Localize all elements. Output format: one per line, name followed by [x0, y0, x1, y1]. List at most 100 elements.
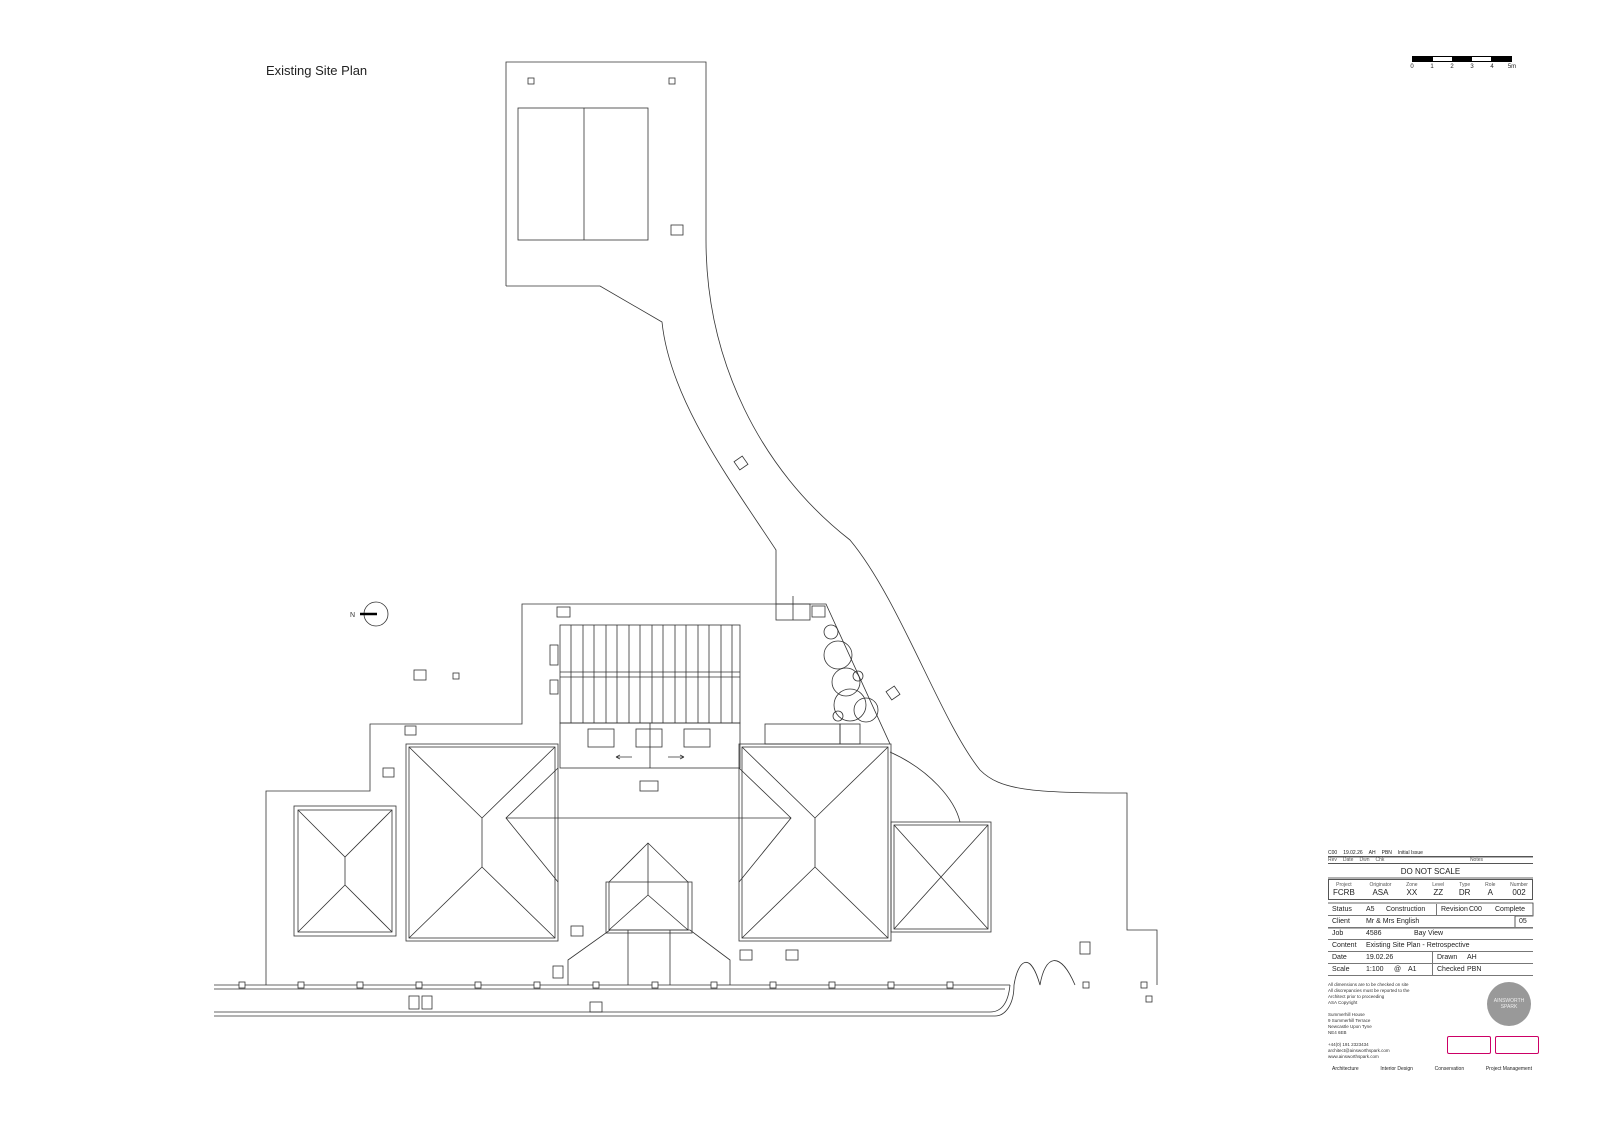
header: Notes	[1469, 857, 1483, 863]
header: Dwn	[1359, 857, 1370, 863]
disciplines: Architecture Interior Design Conservatio…	[1332, 1066, 1532, 1072]
note-line: Architect prior to proceeding	[1328, 994, 1385, 999]
street	[214, 941, 1153, 1017]
code-value: ASA	[1372, 888, 1389, 897]
scale-label: 5m	[1507, 64, 1517, 70]
note-line: All discrepancies must be reported to th…	[1328, 988, 1410, 993]
discipline: Interior Design	[1380, 1066, 1413, 1072]
do-not-scale: DO NOT SCALE	[1328, 863, 1533, 879]
drawn-label: Drawn	[1437, 954, 1458, 961]
code-value: DR	[1458, 888, 1471, 897]
garage-plot	[505, 61, 707, 286]
address-line: 9 Summerhill Terrace	[1328, 1018, 1371, 1023]
scale-value: 1:100	[1366, 966, 1384, 973]
date-row: Date 19.02.26 Drawn AH	[1328, 952, 1533, 964]
rev-notes: Initial Issue	[1397, 850, 1423, 856]
revision-label: Revision	[1441, 906, 1468, 913]
address-line: NE4 6EB	[1328, 1030, 1347, 1035]
company-logo: AINSWORTH SPARK	[1487, 982, 1531, 1026]
code-value: XX	[1406, 888, 1418, 897]
client-label: Client	[1332, 918, 1350, 925]
accreditation-badge	[1495, 1036, 1539, 1054]
scale-label: 4	[1490, 64, 1494, 70]
status-code: A5	[1366, 906, 1375, 913]
scale-row: Scale 1:100 @ A1 Checked PBN	[1328, 964, 1533, 976]
north-arrow-icon: N	[350, 601, 389, 627]
scale-label: 3	[1470, 64, 1474, 70]
rear-extension-roof	[549, 624, 861, 769]
drawing-title: Existing Site Plan	[266, 63, 368, 78]
discipline: Conservation	[1434, 1066, 1465, 1072]
rev-drawn: AH	[1368, 850, 1376, 856]
scale-bar: 0 1 2 3 4 5m	[1410, 56, 1516, 72]
drawn-value: AH	[1467, 954, 1477, 961]
client-value: Mr & Mrs English	[1366, 918, 1420, 925]
discipline: Project Management	[1485, 1066, 1532, 1072]
sheet-size: A1	[1408, 966, 1417, 973]
rev-checked: PBN	[1381, 850, 1392, 856]
revision-value: C00	[1469, 906, 1482, 913]
date-value: 19.02.26	[1366, 954, 1394, 961]
sheet-number: 05	[1519, 918, 1527, 925]
rev: C00	[1328, 850, 1338, 856]
job-name: Bay View	[1414, 930, 1444, 937]
contact: +44(0) 191 2323434 architect@ainsworthsp…	[1328, 1042, 1533, 1060]
status-text: Construction	[1386, 906, 1426, 913]
address-line: Newcastle Upon Tyne	[1328, 1024, 1372, 1029]
code-value: 002	[1512, 888, 1526, 897]
trees	[823, 624, 879, 723]
site-boundary	[265, 596, 891, 985]
code-label: Originator	[1369, 882, 1392, 888]
code-label: Type	[1459, 882, 1471, 888]
revision-row: C00 19.02.26 AH PBN Initial Issue	[1328, 850, 1533, 857]
date-label: Date	[1332, 954, 1347, 961]
code-label: Zone	[1406, 882, 1418, 888]
driveway	[506, 239, 1158, 985]
code-value: FCRB	[1333, 888, 1355, 897]
phone: +44(0) 191 2323434	[1328, 1042, 1369, 1047]
job-row: Job 4586 Bay View	[1328, 928, 1533, 940]
code-label: Role	[1485, 882, 1496, 888]
website-link[interactable]: www.ainsworthspark.com	[1328, 1054, 1379, 1059]
status-state: Complete	[1495, 906, 1525, 913]
notes: All dimensions are to be checked on site…	[1328, 982, 1533, 1006]
front-steps	[552, 925, 799, 985]
accreditation-badge	[1447, 1036, 1491, 1054]
header: Chk	[1375, 857, 1385, 863]
header: Rev	[1328, 857, 1337, 863]
note-line: All dimensions are to be checked on site	[1328, 982, 1409, 987]
accreditation-badges	[1447, 1036, 1539, 1054]
code-label: Number	[1510, 882, 1528, 888]
scale-label: 1	[1430, 64, 1434, 70]
code-label: Project	[1336, 882, 1352, 888]
main-house-roof	[293, 743, 992, 942]
code-value: ZZ	[1433, 888, 1444, 897]
title-block: C00 19.02.26 AH PBN Initial Issue Rev Da…	[1328, 850, 1533, 1060]
title-block-frame	[1328, 856, 1534, 929]
status-row: Status A5 Construction Revision C00 Comp…	[1328, 904, 1533, 916]
scale-label: 0	[1410, 64, 1414, 70]
north-label: N	[350, 612, 355, 619]
address: Summerhill House 9 Summerhill Terrace Ne…	[1328, 1012, 1533, 1036]
email-link[interactable]: architect@ainsworthspark.com	[1328, 1048, 1390, 1053]
header: Date	[1342, 857, 1354, 863]
note-line: ASA Copyright	[1328, 1000, 1358, 1005]
discipline: Architecture	[1332, 1066, 1359, 1072]
client-row: Client Mr & Mrs English 05	[1328, 916, 1533, 928]
scale-label: 2	[1450, 64, 1454, 70]
scale-label: Scale	[1332, 966, 1350, 973]
revision-headers: Rev Date Dwn Chk Notes	[1328, 857, 1533, 863]
job-label: Job	[1332, 930, 1344, 937]
rev-date: 19.02.26	[1343, 850, 1363, 856]
status-label: Status	[1332, 906, 1352, 913]
content-label: Content	[1332, 942, 1357, 949]
scale-at: @	[1394, 966, 1402, 973]
checked-label: Checked	[1437, 966, 1465, 973]
code-value: A	[1487, 888, 1493, 897]
content-value: Existing Site Plan - Retrospective	[1366, 942, 1470, 949]
address-line: Summerhill House	[1328, 1012, 1365, 1017]
content-row: Content Existing Site Plan - Retrospecti…	[1328, 940, 1533, 952]
checked-value: PBN	[1467, 966, 1482, 973]
